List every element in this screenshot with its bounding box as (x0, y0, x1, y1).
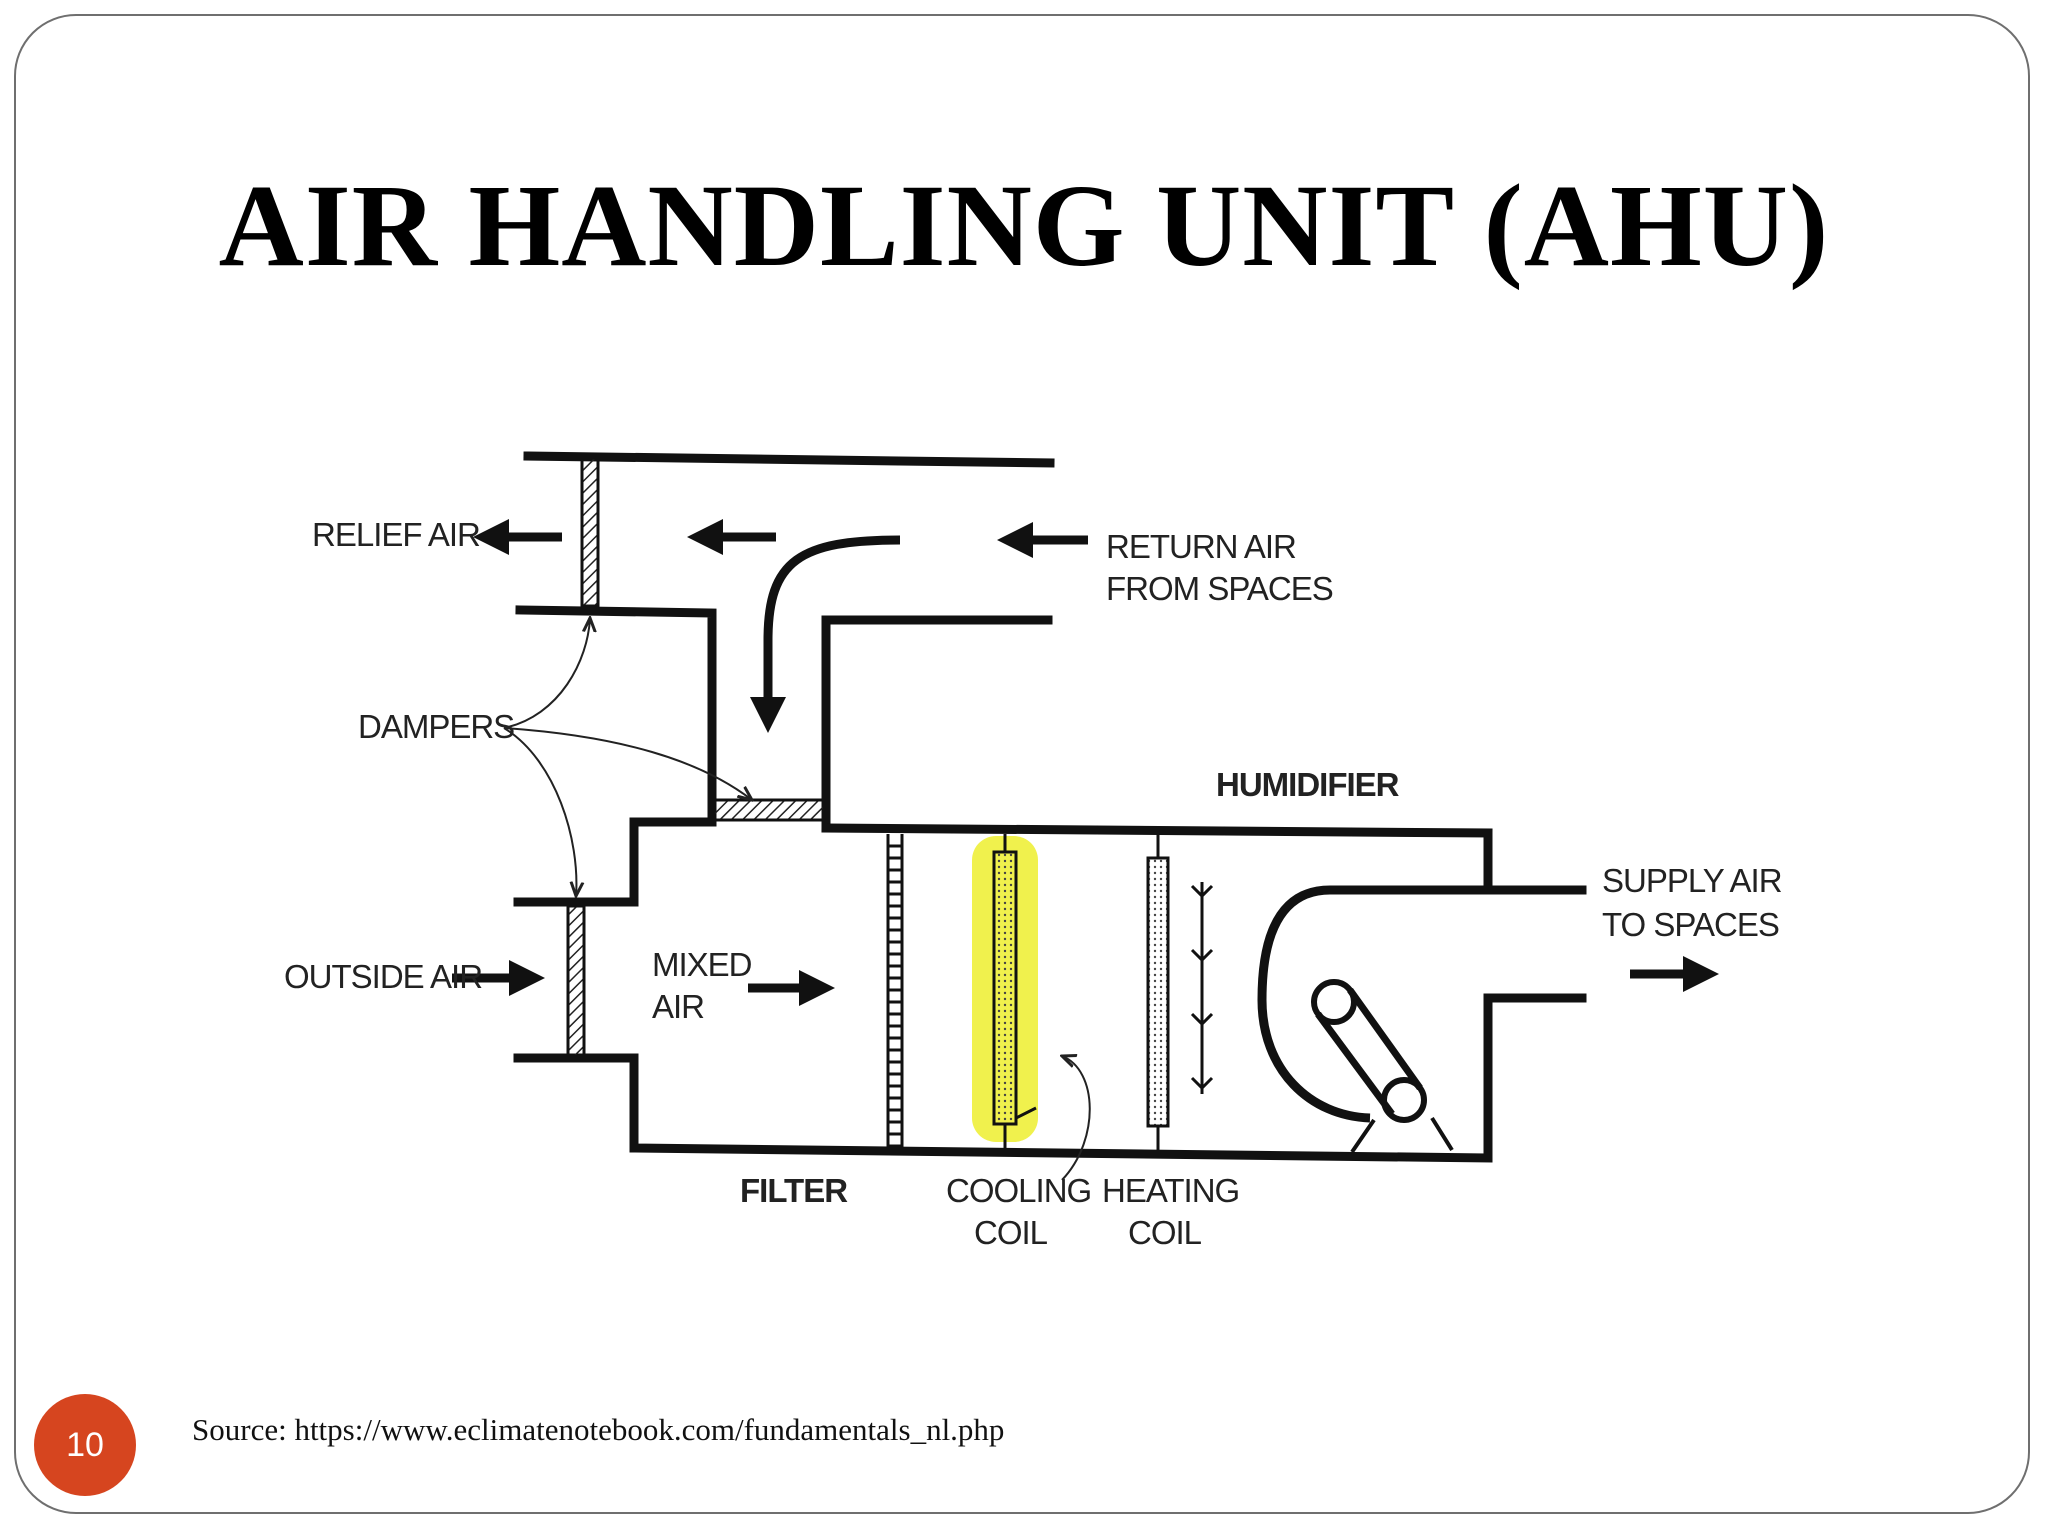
damper-leaders (503, 618, 752, 896)
humidifier-label: HUMIDIFIER (1216, 766, 1400, 803)
dampers (566, 456, 826, 1058)
mixed-air-label-line2: AIR (652, 988, 704, 1025)
dampers-label: DAMPERS (358, 708, 514, 745)
filter (886, 834, 904, 1152)
slide-title: AIR HANDLING UNIT (AHU) (218, 160, 1830, 291)
supply-air-label-line2: TO SPACES (1602, 906, 1779, 943)
supply-air-label-line1: SUPPLY AIR (1602, 862, 1782, 899)
relief-air-label: RELIEF AIR (312, 516, 480, 553)
cooling-leader (1062, 1056, 1091, 1181)
return-air-label-line1: RETURN AIR (1106, 528, 1296, 565)
cooling-coil-label-line2: COIL (974, 1214, 1048, 1251)
return-air-label-line2: FROM SPACES (1106, 570, 1333, 607)
return-duct (515, 451, 1055, 827)
filter-label: FILTER (740, 1172, 848, 1209)
return-damper (712, 798, 826, 822)
return-down-arrow (750, 535, 901, 733)
cooling-coil-label-line1: COOLING (946, 1172, 1091, 1209)
outside-damper (566, 904, 586, 1058)
heating-coil-label-line2: COIL (1128, 1214, 1202, 1251)
mixed-air-label-line1: MIXED (652, 946, 752, 983)
heating-coil (1146, 834, 1170, 1156)
relief-damper (580, 456, 600, 608)
humidifier (1190, 882, 1214, 1094)
supply-fan (1257, 885, 1582, 1154)
slide-frame (14, 14, 2030, 1514)
cooling-coil (992, 834, 1037, 1154)
source-citation: Source: https://www.eclimatenotebook.com… (192, 1412, 1005, 1447)
page-number-badge: 10 (34, 1394, 136, 1496)
outside-air-label: OUTSIDE AIR (284, 958, 482, 995)
airflow-arrows (452, 519, 1719, 1006)
heating-coil-label-line1: HEATING (1102, 1172, 1239, 1209)
